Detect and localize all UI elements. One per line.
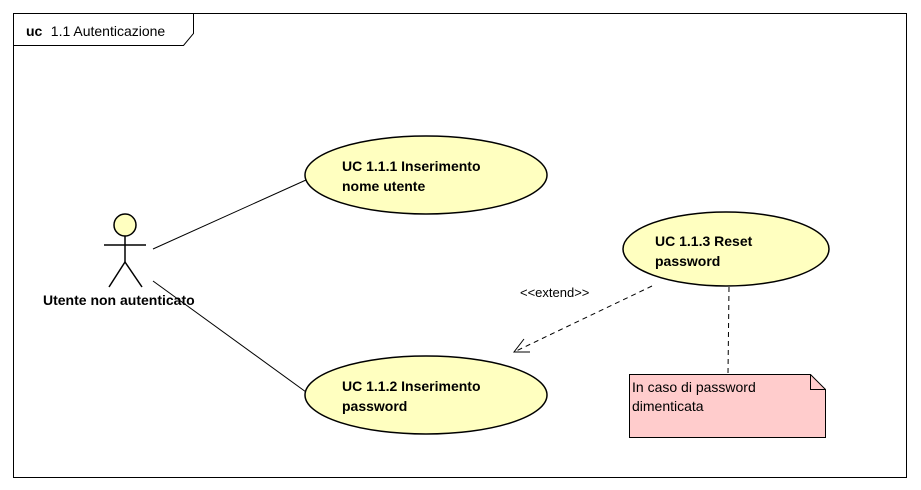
actor-left-leg	[108, 261, 126, 288]
actor-head	[113, 213, 137, 237]
use-case-title: UC 1.1.2 Inserimento	[342, 378, 481, 394]
note-fold	[810, 374, 826, 390]
frame-tab	[13, 13, 194, 46]
extend-label: <<extend>>	[520, 285, 589, 300]
use-case-ellipse	[304, 135, 548, 215]
use-case-title: UC 1.1.3 Reset	[655, 233, 753, 249]
frame-name: 1.1 Autenticazione	[51, 23, 166, 39]
note-line-2: dimenticata	[632, 398, 704, 414]
extend-arrowhead	[512, 338, 530, 353]
use-case-subtitle: nome utente	[342, 178, 425, 194]
use-case-ellipse	[304, 355, 548, 435]
use-case-1-1-1: UC 1.1.1 Inserimento nome utente	[304, 135, 548, 215]
note: In caso di password dimenticata	[629, 374, 826, 438]
use-case-title: UC 1.1.1 Inserimento	[342, 158, 481, 174]
use-case-1-1-3: UC 1.1.3 Reset password	[622, 211, 830, 287]
frame-keyword: uc	[26, 23, 43, 39]
association-actor-uc111	[152, 179, 307, 250]
use-case-ellipse	[622, 211, 830, 287]
frame-title: uc 1.1 Autenticazione	[26, 23, 165, 40]
note-line-1: In caso di password	[632, 379, 756, 395]
note-anchor	[727, 286, 730, 375]
use-case-1-1-2: UC 1.1.2 Inserimento password	[304, 355, 548, 435]
extend-relationship	[513, 285, 653, 353]
diagram-frame	[13, 13, 907, 478]
use-case-subtitle: password	[342, 398, 407, 414]
association-actor-uc112	[152, 280, 307, 393]
actor: Utente non autenticato	[43, 213, 195, 308]
note-body	[629, 374, 826, 438]
actor-name: Utente non autenticato	[43, 292, 195, 308]
actor-right-leg	[124, 261, 143, 288]
use-case-subtitle: password	[655, 253, 720, 269]
